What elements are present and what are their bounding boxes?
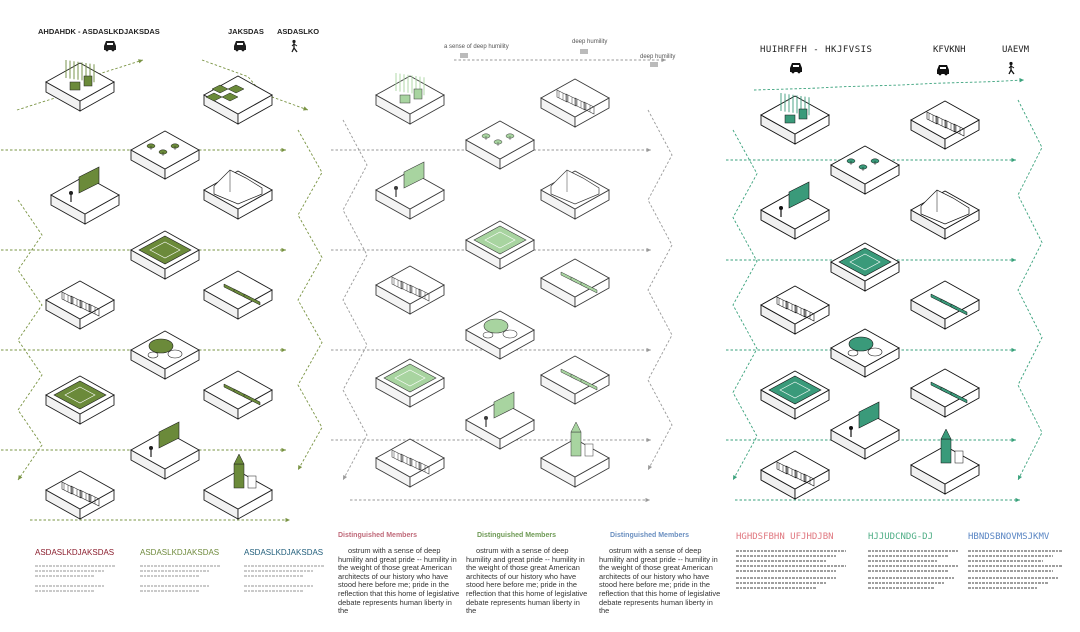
panel3-walk-label: UAEVM <box>1002 45 1029 55</box>
building-block-11 <box>911 369 979 417</box>
panel1-legend-title-1: ASDASLKDJAKSDAS <box>35 548 114 557</box>
building-block-3 <box>831 146 899 194</box>
legend-scribble <box>736 578 836 588</box>
panel3-legend-title-3: HBNDSBNOVMSJKMV <box>968 532 1049 542</box>
legend-scribble <box>868 578 954 588</box>
panel2-callout-1: a sense of deep humility <box>444 44 509 50</box>
panel1-legend-title-2: ASDASLKDJAKSDAS <box>140 548 219 557</box>
panel3-legend-title-2: HJJUDCNDG-DJ <box>868 532 933 542</box>
panel2-col3-text: ostrum with a sense of deep humility and… <box>599 547 721 632</box>
panel2-col2-text: ostrum with a sense of deep humility and… <box>466 547 588 632</box>
legend-scribble <box>968 578 1058 588</box>
legend-scribble <box>968 551 1063 571</box>
panel3-title: HUIHRFFH - HKJFVSIS <box>760 45 872 55</box>
panel2-col1-title: Distinguished Members <box>338 532 417 539</box>
car-icon <box>937 65 949 75</box>
panel1-title: AHDAHDK - ASDASLKDJAKSDAS <box>38 27 160 36</box>
panel2-col1-text: ostrum with a sense of deep humility and… <box>338 547 460 632</box>
panel3-car-label: KFVKNH <box>933 45 966 55</box>
panel2-callout-3: deep humility <box>640 54 675 60</box>
legend-scribble <box>736 551 846 571</box>
walking-person-icon <box>1009 62 1014 74</box>
route-path-7 <box>733 130 757 480</box>
route-path-8 <box>1018 100 1042 480</box>
building-block-8 <box>911 281 979 329</box>
panel1-car-label: JAKSDAS <box>228 27 264 36</box>
route-path-5 <box>754 78 1024 90</box>
panel3-legend-title-1: HGHDSFBHN UFJHDJBN <box>736 532 834 542</box>
panel1-legend-title-3: ASDASLKDJAKSDAS <box>244 548 323 557</box>
legend-scribble <box>868 551 958 571</box>
route-path-6 <box>735 498 1020 502</box>
building-block-9 <box>831 329 899 377</box>
car-icon <box>790 63 802 73</box>
panel2-col2-title: Distinguished Members <box>477 532 556 539</box>
panel1-walk-label: ASDASLKO <box>277 27 319 36</box>
panel2-callout-2: deep humility <box>572 39 607 45</box>
panel2-col3-title: Distinguished Members <box>610 532 689 539</box>
